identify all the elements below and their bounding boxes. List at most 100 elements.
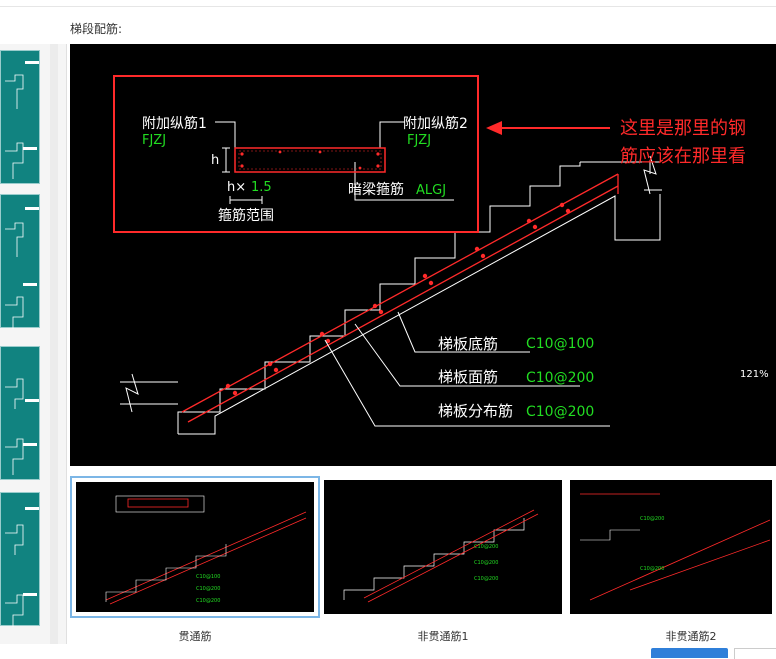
leader-line-distribution-rebar	[324, 339, 610, 427]
rebar-dot	[273, 367, 279, 373]
svg-text:C10@200: C10@200	[196, 586, 220, 592]
top-divider	[0, 6, 776, 7]
section-dot	[240, 152, 244, 156]
hidden-beam-inner	[238, 150, 382, 170]
thumbnail-through-rebar[interactable]: C10@100 C10@200 C10@200	[70, 476, 320, 618]
thumbnail-canvas: C10@200 C10@200 C10@200	[324, 480, 562, 614]
detail-left-label: 附加纵筋1	[142, 115, 207, 132]
thumbnail-canvas: C10@100 C10@200 C10@200	[76, 482, 314, 612]
detail-right-label: 附加纵筋2	[403, 115, 468, 132]
stair-slab-bottom	[178, 194, 661, 435]
rebar-dot	[559, 202, 565, 208]
left-thumbnail-drawing	[5, 507, 39, 631]
detail-leader-right	[379, 121, 405, 148]
detail-left-code: FJZJ	[142, 133, 166, 148]
rebar-label-bottom: 梯板底筋	[438, 335, 498, 353]
rebar-dot	[267, 361, 273, 367]
rebar-dot	[428, 280, 434, 286]
thumbnail-caption-non-through-1: 非贯通筋1	[417, 630, 469, 643]
right-break	[643, 155, 662, 195]
rebar-dot	[225, 383, 231, 389]
rebar-label-distribution: 梯板分布筋	[438, 402, 513, 420]
section-dot	[376, 152, 380, 156]
section-dot	[318, 150, 322, 154]
left-thumbnail[interactable]	[0, 50, 40, 184]
left-thumbnail-drawing	[5, 378, 39, 475]
left-thumbnail[interactable]	[0, 492, 40, 631]
svg-text:C10@200: C10@200	[474, 560, 498, 566]
detail-leader-left	[215, 121, 236, 148]
thumbnail-caption-through: 贯通筋	[178, 630, 212, 643]
left-thumbnail[interactable]	[0, 346, 40, 480]
section-dot	[358, 166, 362, 170]
section-label: 梯段配筋:	[70, 22, 123, 36]
stair-steps-outline	[177, 162, 581, 434]
primary-button[interactable]	[651, 648, 728, 658]
rebar-bottom-line	[181, 173, 619, 413]
rebar-dot	[325, 338, 331, 344]
hidden-beam-section	[234, 147, 386, 173]
svg-text:C10@200: C10@200	[640, 566, 664, 572]
svg-text:C10@100: C10@100	[196, 574, 220, 580]
rebar-code-bottom: C10@100	[526, 336, 594, 352]
detail-factor-value: 1.5	[251, 180, 272, 195]
annotation-line-1: 这里是那里的钢	[620, 118, 746, 139]
annotation-line-2: 筋应该在那里看	[620, 146, 746, 167]
thumbnail-drawing: C10@200 C10@200	[580, 493, 771, 601]
left-thumbnail[interactable]	[0, 194, 40, 333]
detail-leaders	[215, 121, 454, 201]
detail-stirrup-range: 箍筋范围	[218, 207, 274, 224]
left-scrollbar[interactable]	[50, 44, 58, 644]
detail-h-label: h	[211, 153, 219, 168]
secondary-button[interactable]	[734, 648, 776, 659]
rebar-dots	[225, 202, 571, 396]
left-landing	[120, 373, 178, 413]
thumbnail-drawing: C10@200 C10@200 C10@200	[343, 509, 539, 603]
rebar-dot	[532, 224, 538, 230]
svg-text:C10@200: C10@200	[474, 544, 498, 550]
rebar-label-top: 梯板面筋	[438, 368, 498, 386]
zoom-level: 121%	[740, 369, 769, 380]
rebar-top-line	[187, 185, 619, 423]
detail-hidden-beam-code: ALGJ	[416, 183, 446, 198]
h-dimension	[222, 147, 230, 173]
rebar-dot	[480, 253, 486, 259]
rebar-dot	[372, 303, 378, 309]
thumbnail-caption-non-through-2: 非贯通筋2	[665, 630, 717, 643]
left-thumbnail-list[interactable]	[0, 44, 67, 644]
left-thumbnail-drawing	[5, 207, 39, 333]
svg-text:C10@200: C10@200	[474, 576, 498, 582]
left-thumbnail-drawing	[5, 61, 39, 179]
svg-text:C10@200: C10@200	[196, 598, 220, 604]
stair-rebar-drawing: 梯板底筋 C10@100 梯板面筋 C10@200 梯板分布筋 C10@200 …	[70, 44, 776, 466]
detail-highlight-box	[113, 75, 479, 233]
rebar-dot	[378, 309, 384, 315]
thumbnail-non-through-rebar-1[interactable]: C10@200 C10@200 C10@200	[320, 476, 566, 618]
rebar-dot	[565, 208, 571, 214]
leader-line-top-rebar	[354, 323, 580, 387]
detail-leader-hidden-beam	[354, 162, 454, 201]
stirrup-dimension	[229, 196, 263, 204]
rebar-dot	[319, 331, 325, 337]
detail-right-code: FJZJ	[407, 133, 431, 148]
detail-factor-prefix: h×	[227, 180, 246, 195]
leader-line-bottom-rebar	[397, 311, 530, 353]
rebar-code-top: C10@200	[526, 370, 594, 386]
section-dot	[376, 164, 380, 168]
section-dot	[278, 150, 282, 154]
stair-drawing-svg: 梯板底筋 C10@100 梯板面筋 C10@200 梯板分布筋 C10@200 …	[113, 75, 746, 435]
leader-lines	[324, 311, 610, 427]
rebar-dot	[526, 218, 532, 224]
rebar-dot	[232, 390, 238, 396]
section-dots	[240, 150, 380, 170]
thumbnail-drawing: C10@100 C10@200 C10@200	[105, 495, 307, 605]
rebar-code-distribution: C10@200	[526, 404, 594, 420]
detail-hidden-beam-label: 暗梁箍筋	[348, 181, 404, 198]
svg-text:C10@200: C10@200	[640, 516, 664, 522]
thumbnail-canvas: C10@200 C10@200	[570, 480, 772, 614]
rebar-dot	[474, 246, 480, 252]
annotation-arrow-head	[486, 121, 502, 135]
rebar-dot	[422, 273, 428, 279]
thumbnail-non-through-rebar-2[interactable]: C10@200 C10@200	[566, 476, 776, 618]
section-dot	[240, 164, 244, 168]
